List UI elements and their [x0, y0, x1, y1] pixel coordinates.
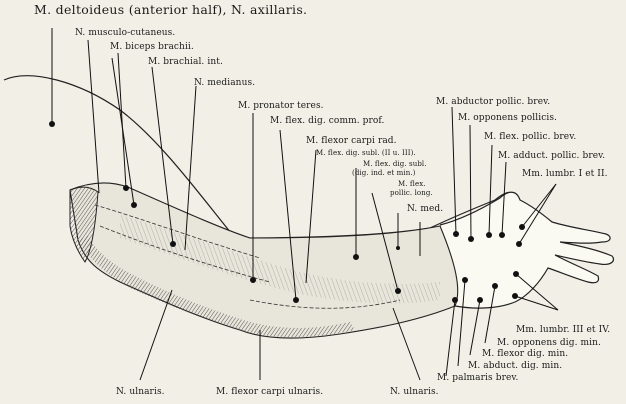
label-opponens-dig-min: M. opponens dig. min.	[497, 339, 601, 348]
label-biceps-brachii: M. biceps brachii.	[110, 43, 194, 52]
label-abductor-pollic-brev: M. abductor pollic. brev.	[436, 98, 550, 107]
label-flex-dig-subl: M. flex. dig. subl.	[363, 161, 427, 168]
label-palmaris-brev: M. palmaris brev.	[437, 374, 518, 383]
label-dig-ind-et-min: (dig. ind. et min.)	[352, 170, 415, 177]
label-flex-pollic-brev: M. flex. pollic. brev.	[484, 133, 576, 142]
label-pronator-teres: M. pronator teres.	[238, 102, 324, 111]
label-n-ulnaris-right: N. ulnaris.	[390, 388, 439, 397]
label-flex-dig-comm-prof: M. flex. dig. comm. prof.	[270, 117, 385, 126]
label-opponens-pollicis: M. opponens pollicis.	[458, 114, 557, 123]
label-n-ulnaris-left: N. ulnaris.	[116, 388, 165, 397]
label-abduct-dig-min: M. abduct. dig. min.	[468, 362, 562, 371]
label-pollic-long: pollic. long.	[390, 190, 433, 197]
label-musculo-cutaneus: N. musculo-cutaneus.	[75, 29, 175, 38]
label-adduct-pollic-brev: M. adduct. pollic. brev.	[498, 152, 605, 161]
figure-title: M. deltoideus (anterior half), N. axilla…	[34, 4, 307, 17]
arm-body	[70, 183, 458, 338]
hand-outline	[440, 192, 614, 308]
label-n-medianus: N. medianus.	[194, 79, 255, 88]
label-n-med: N. med.	[407, 205, 443, 214]
label-flex-dig-subl-ii-iii: M. flex. dig. subl. (II u. III).	[316, 150, 416, 157]
label-lumbr-iii-iv: Mm. lumbr. III et IV.	[516, 326, 610, 335]
label-flexor-carpi-rad: M. flexor carpi rad.	[306, 137, 397, 146]
label-brachial-int: M. brachial. int.	[148, 58, 223, 67]
label-flexor-dig-min: M. flexor dig. min.	[482, 350, 568, 359]
label-m-flex: M. flex.	[398, 181, 426, 188]
label-lumbr-i-ii: Mm. lumbr. I et II.	[522, 170, 608, 179]
label-flexor-carpi-ulnaris: M. flexor carpi ulnaris.	[216, 388, 323, 397]
